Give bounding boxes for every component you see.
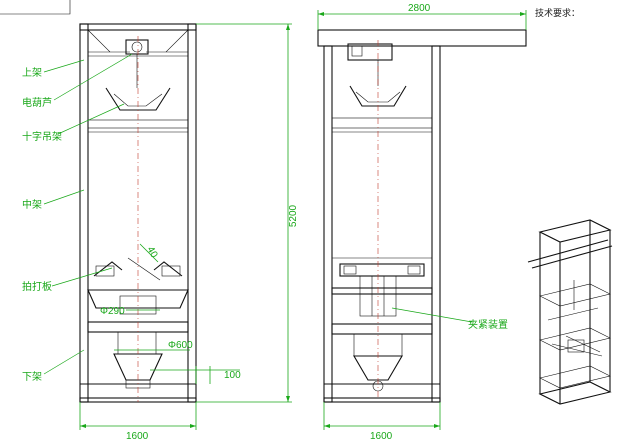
side-view [317,29,527,403]
label-clamp-device: 夹紧装置 [468,318,508,331]
dim-offset-100: 100 [224,370,241,381]
front-dimensions: 1600 5200 40 Φ290 Φ600 100 [79,23,299,442]
side-dimensions: 2800 1600 夹紧装置 [317,3,527,442]
dim-dia-600: Φ600 [168,340,193,351]
tech-requirements-title: 技术要求： [535,7,580,19]
title-block-corner [0,0,71,15]
label-middle-frame: 中架 [22,198,42,211]
dim-height: 5200 [288,204,299,227]
dim-beam-length: 2800 [408,3,431,14]
dim-width-front: 1600 [126,431,149,442]
front-view [79,23,197,403]
label-beater-plate: 拍打板 [22,280,52,293]
front-labels: 上架 电葫芦 十字吊架 中架 拍打板 下架 [22,53,133,383]
label-cross-hanger: 十字吊架 [22,130,62,143]
label-lower-frame: 下架 [22,371,42,383]
label-hoist: 电葫芦 [22,96,52,109]
dim-dia-290: Φ290 [100,306,125,317]
dim-angle: 40 [144,245,159,261]
isometric-view [527,219,613,405]
dim-width-side: 1600 [370,431,393,442]
label-upper-frame: 上架 [22,67,42,79]
